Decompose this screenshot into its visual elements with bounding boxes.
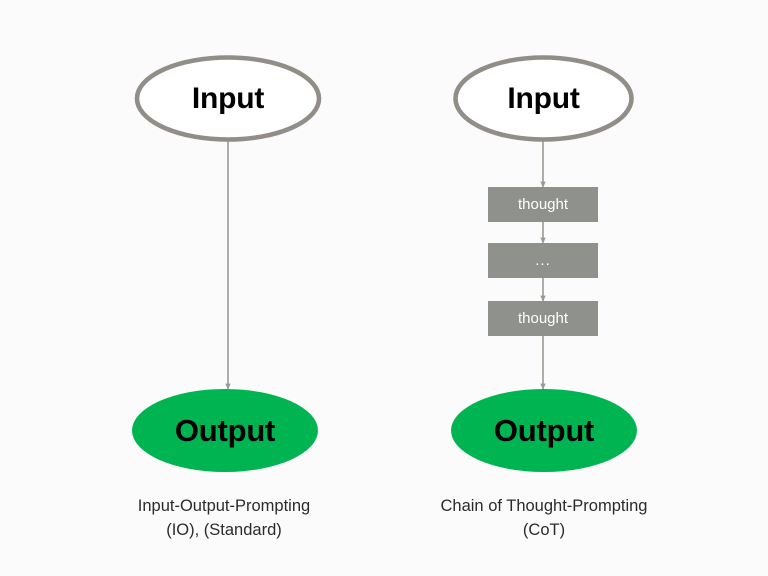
caption-io-line1: Input-Output-Prompting	[137, 497, 311, 515]
caption-cot-line1: Chain of Thought-Prompting	[440, 497, 648, 515]
caption-io-line2: (IO), (Standard)	[166, 521, 282, 539]
shape-rect-thought-2[interactable]	[488, 301, 598, 336]
shape-ellipse-input-io[interactable]	[134, 55, 322, 142]
caption-cot: Chain of Thought-Prompting (CoT)	[394, 494, 694, 542]
shape-rect-thought-dots[interactable]	[488, 243, 598, 278]
shape-ellipse-output-io[interactable]	[132, 389, 318, 472]
shape-rect-thought-1[interactable]	[488, 187, 598, 222]
caption-io: Input-Output-Prompting (IO), (Standard)	[74, 494, 374, 542]
caption-cot-line2: (CoT)	[522, 521, 566, 539]
shape-ellipse-output-cot[interactable]	[451, 389, 637, 472]
shape-ellipse-input-cot[interactable]	[453, 55, 634, 142]
